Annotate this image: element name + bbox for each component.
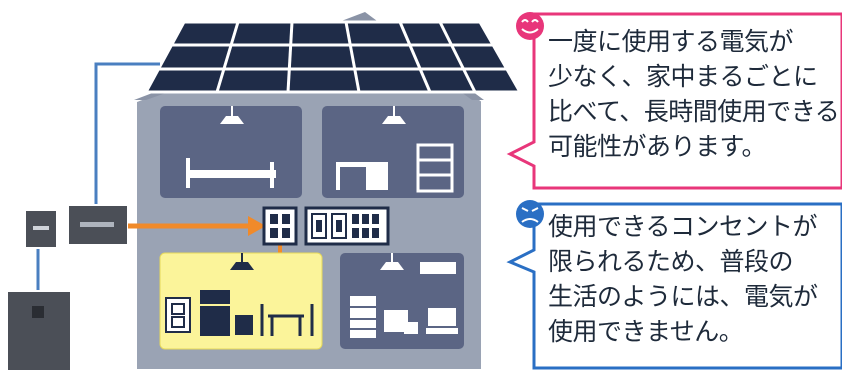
room-living-powered (159, 252, 323, 350)
storage-battery (8, 292, 70, 370)
blue-bubble-text: 使用できるコンセントが 限られるため、普段の 生活のようには、電気が 使用できま… (548, 209, 818, 349)
selected-circuit-breaker (262, 206, 298, 246)
bed-icon (186, 158, 276, 188)
room-den (340, 253, 464, 349)
pink-bubble-line: 比べて、長時間使用できる (548, 97, 840, 126)
distribution-board (262, 206, 390, 246)
air-conditioner-icon (420, 262, 456, 274)
pink-speech-bubble (506, 12, 842, 190)
fridge-icon (200, 290, 230, 336)
blue-bubble-line: 生活のようには、電気が (548, 282, 818, 311)
room-bedroom (160, 106, 302, 198)
sofa-icon (384, 310, 418, 334)
outlet-icon (165, 297, 191, 333)
blue-bubble-line: 使用できるコンセントが (548, 212, 818, 241)
tv-icon (426, 308, 458, 334)
blue-bubble-line: 限られるため、普段の (548, 247, 794, 276)
blue-speech-bubble (506, 202, 842, 370)
smile-face-icon (516, 12, 544, 40)
blue-bubble-line: 使用できません。 (548, 317, 744, 346)
bookshelf-icon (416, 143, 454, 193)
pink-bubble-line: 少なく、家中まるごとに (548, 62, 818, 91)
pink-bubble-text: 一度に使用する電気が 少なく、家中まるごとに 比べて、長時間使用できる 可能性が… (548, 24, 840, 164)
room-study (322, 106, 464, 198)
kettle-icon (235, 315, 253, 335)
pink-bubble-line: 一度に使用する電気が (548, 27, 794, 56)
desk-icon (336, 162, 388, 190)
solar-panel-array (143, 20, 523, 94)
outdoor-equipment (8, 204, 129, 370)
dresser-icon (350, 296, 376, 338)
pink-bubble-line: 可能性があります。 (548, 132, 767, 161)
sad-face-icon (516, 200, 544, 228)
blue-wiring (36, 62, 160, 290)
dining-table-icon (260, 304, 314, 336)
